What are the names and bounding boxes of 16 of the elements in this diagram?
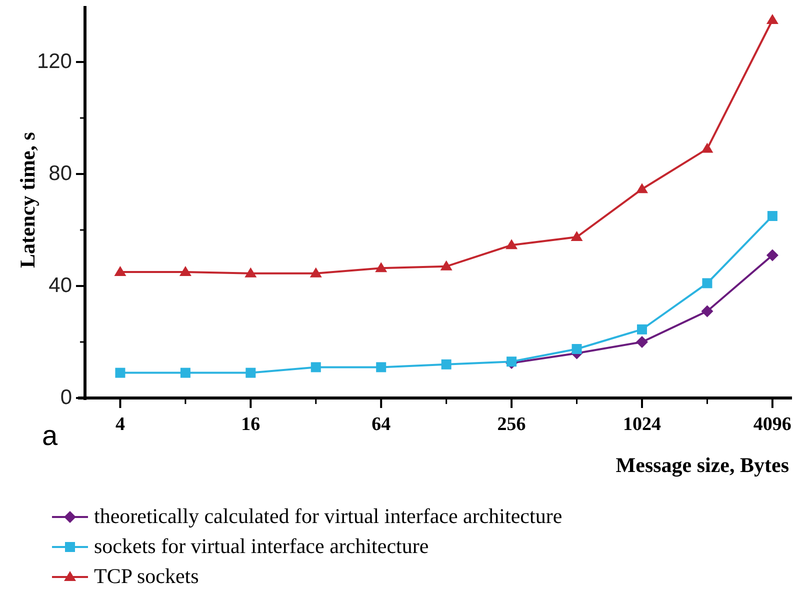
legend-label: TCP sockets [94,566,199,587]
tick-label: 64 [372,415,391,434]
legend-label: sockets for virtual interface architecture [94,536,429,557]
tick-label: 0 [60,387,72,408]
tick-label: 4096 [753,415,792,434]
tick-label: 4 [115,415,125,434]
tick-label: 16 [241,415,260,434]
tick-label: 80 [48,163,72,184]
axis-title: Message size, Bytes [616,452,789,479]
panel-label: a [42,422,58,450]
axis-title: Latency time, s [14,132,40,268]
tick-label: 120 [36,51,72,72]
tick-label: 1024 [622,415,661,434]
legend-label: theoretically calculated for virtual interface architecture [94,506,562,527]
tick-label: 256 [497,415,526,434]
tick-label: 40 [48,275,72,296]
